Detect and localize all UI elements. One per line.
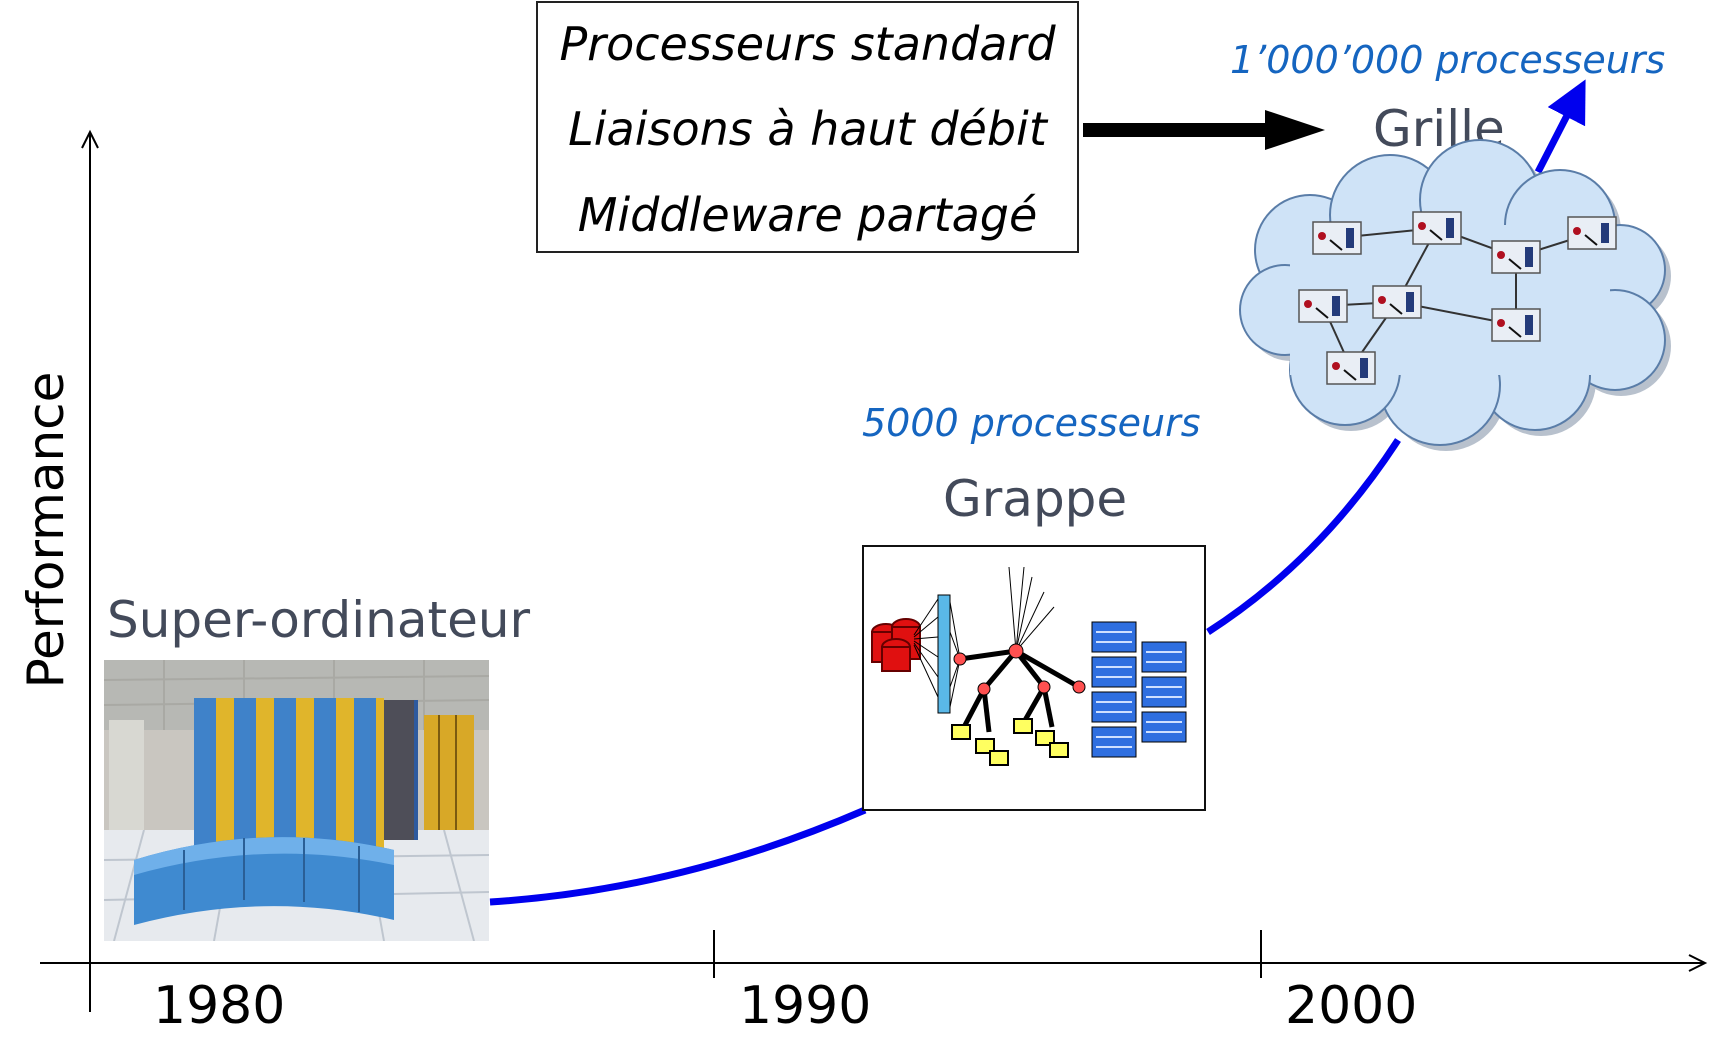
growth-curve-segment-2 bbox=[1206, 438, 1401, 635]
feature-line: Middleware partagé bbox=[577, 188, 1038, 242]
growth-curve-segment-1 bbox=[489, 806, 867, 906]
x-tick-label-2000: 2000 bbox=[1285, 976, 1418, 1036]
stage-label-cluster: Grappe bbox=[943, 470, 1128, 528]
stage-label-grid: Grille bbox=[1373, 100, 1505, 158]
y-axis-label: Performance bbox=[17, 371, 75, 689]
supercomputer-photo bbox=[104, 660, 489, 941]
cluster-processor-count: 5000 processeurs bbox=[862, 401, 1201, 445]
x-axis-arrowhead bbox=[1688, 954, 1708, 972]
stage-label-supercomputer: Super-ordinateur bbox=[107, 591, 531, 649]
feature-line: Processeurs standard bbox=[559, 17, 1056, 71]
growth-curve-arrow bbox=[1534, 79, 1586, 174]
x-tick-label-1990: 1990 bbox=[739, 976, 872, 1036]
y-axis-arrowhead bbox=[81, 129, 99, 149]
cluster-network-icon bbox=[862, 545, 1206, 811]
x-tick-label-1980: 1980 bbox=[153, 976, 286, 1036]
right-arrow-icon bbox=[1083, 110, 1325, 150]
grid-processor-count: 1’000’000 processeurs bbox=[1230, 38, 1666, 82]
feature-line: Liaisons à haut débit bbox=[568, 102, 1047, 156]
features-box: Processeurs standard Liaisons à haut déb… bbox=[536, 1, 1079, 253]
